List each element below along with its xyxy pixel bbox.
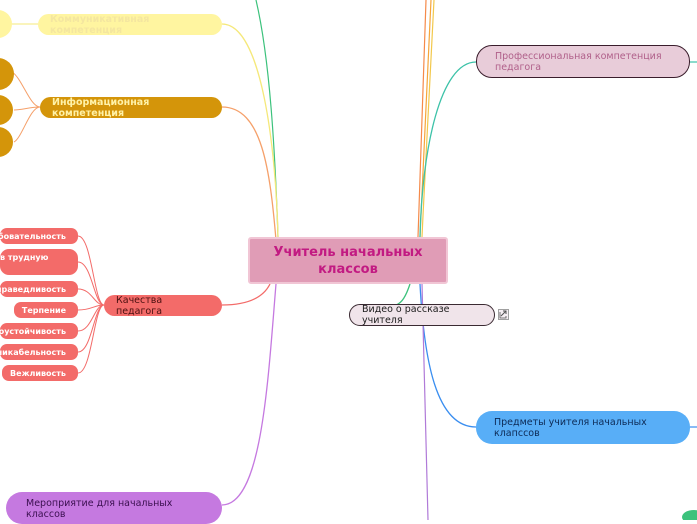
branch-subjects[interactable]: Предметы учителя начальных клапссов xyxy=(476,411,690,444)
quality-item-5-label: соустойчивость xyxy=(0,326,66,336)
branch-video-label: Видео о рассказе учителя xyxy=(362,304,450,326)
comm-child-node xyxy=(0,10,12,38)
quality-item-2-label: в трудную xyxy=(0,253,49,262)
info-child-node-1 xyxy=(0,58,14,90)
quality-item-3[interactable]: праведливость xyxy=(0,281,78,297)
connector-qual-3 xyxy=(77,288,105,306)
quality-item-5[interactable]: соустойчивость xyxy=(0,323,78,339)
branch-informational-label: Информационная компетенция xyxy=(52,96,150,119)
branch-communicative[interactable]: Коммуникативная компетенция xyxy=(38,13,222,36)
branch-qualities-label: Качества педагога xyxy=(116,294,163,317)
connector-top-green xyxy=(255,0,279,238)
branch-qualities[interactable]: Качества педагога xyxy=(104,294,222,317)
connector-video xyxy=(395,283,411,306)
branch-informational[interactable]: Информационная компетенция xyxy=(40,96,222,119)
quality-item-7-label: Вежливость xyxy=(10,368,66,378)
branch-professional[interactable]: Профессиональная компетенция педагога xyxy=(476,45,690,78)
info-child-node-3 xyxy=(0,127,13,157)
central-topic-label: Учитель начальных классов xyxy=(273,244,423,277)
quality-item-6-label: никабельность xyxy=(0,347,66,357)
quality-item-7[interactable]: Вежливость xyxy=(2,365,78,381)
quality-item-1-label: ебовательность xyxy=(0,231,66,241)
quality-item-6[interactable]: никабельность xyxy=(0,344,78,360)
quality-item-2[interactable]: в трудную xyxy=(0,249,78,275)
quality-item-4[interactable]: Терпение xyxy=(14,302,78,318)
quality-item-3-label: праведливость xyxy=(0,284,66,294)
connector-qualities xyxy=(221,283,271,306)
branch-communicative-label: Коммуникативная компетенция xyxy=(50,13,150,36)
branch-subjects-label: Предметы учителя начальных клапссов xyxy=(494,416,647,439)
green-node-partial xyxy=(682,510,697,520)
external-link-icon[interactable] xyxy=(498,309,509,320)
branch-event-label: Мероприятие для начальных классов xyxy=(26,498,173,520)
central-topic[interactable]: Учитель начальных классов xyxy=(248,237,448,284)
connector-informational xyxy=(221,106,277,241)
connector-qual-1 xyxy=(77,235,105,306)
connector-professional xyxy=(419,61,477,238)
connector-qual-2 xyxy=(77,261,105,306)
info-child-node-2 xyxy=(0,95,13,125)
connector-communicative xyxy=(221,23,279,238)
connector-info-child-1 xyxy=(11,71,41,108)
connector-top-yellow xyxy=(421,0,435,238)
connector-qual-7 xyxy=(77,304,105,374)
quality-item-1[interactable]: ебовательность xyxy=(0,228,78,244)
quality-item-4-label: Терпение xyxy=(21,305,66,315)
branch-professional-label: Профессиональная компетенция педагога xyxy=(495,50,662,73)
branch-video[interactable]: Видео о рассказе учителя xyxy=(349,304,495,326)
connector-top-orange-1 xyxy=(417,0,427,238)
connector-event xyxy=(221,283,277,506)
connector-info-child-3 xyxy=(13,106,41,143)
branch-event[interactable]: Мероприятие для начальных классов xyxy=(6,492,222,524)
